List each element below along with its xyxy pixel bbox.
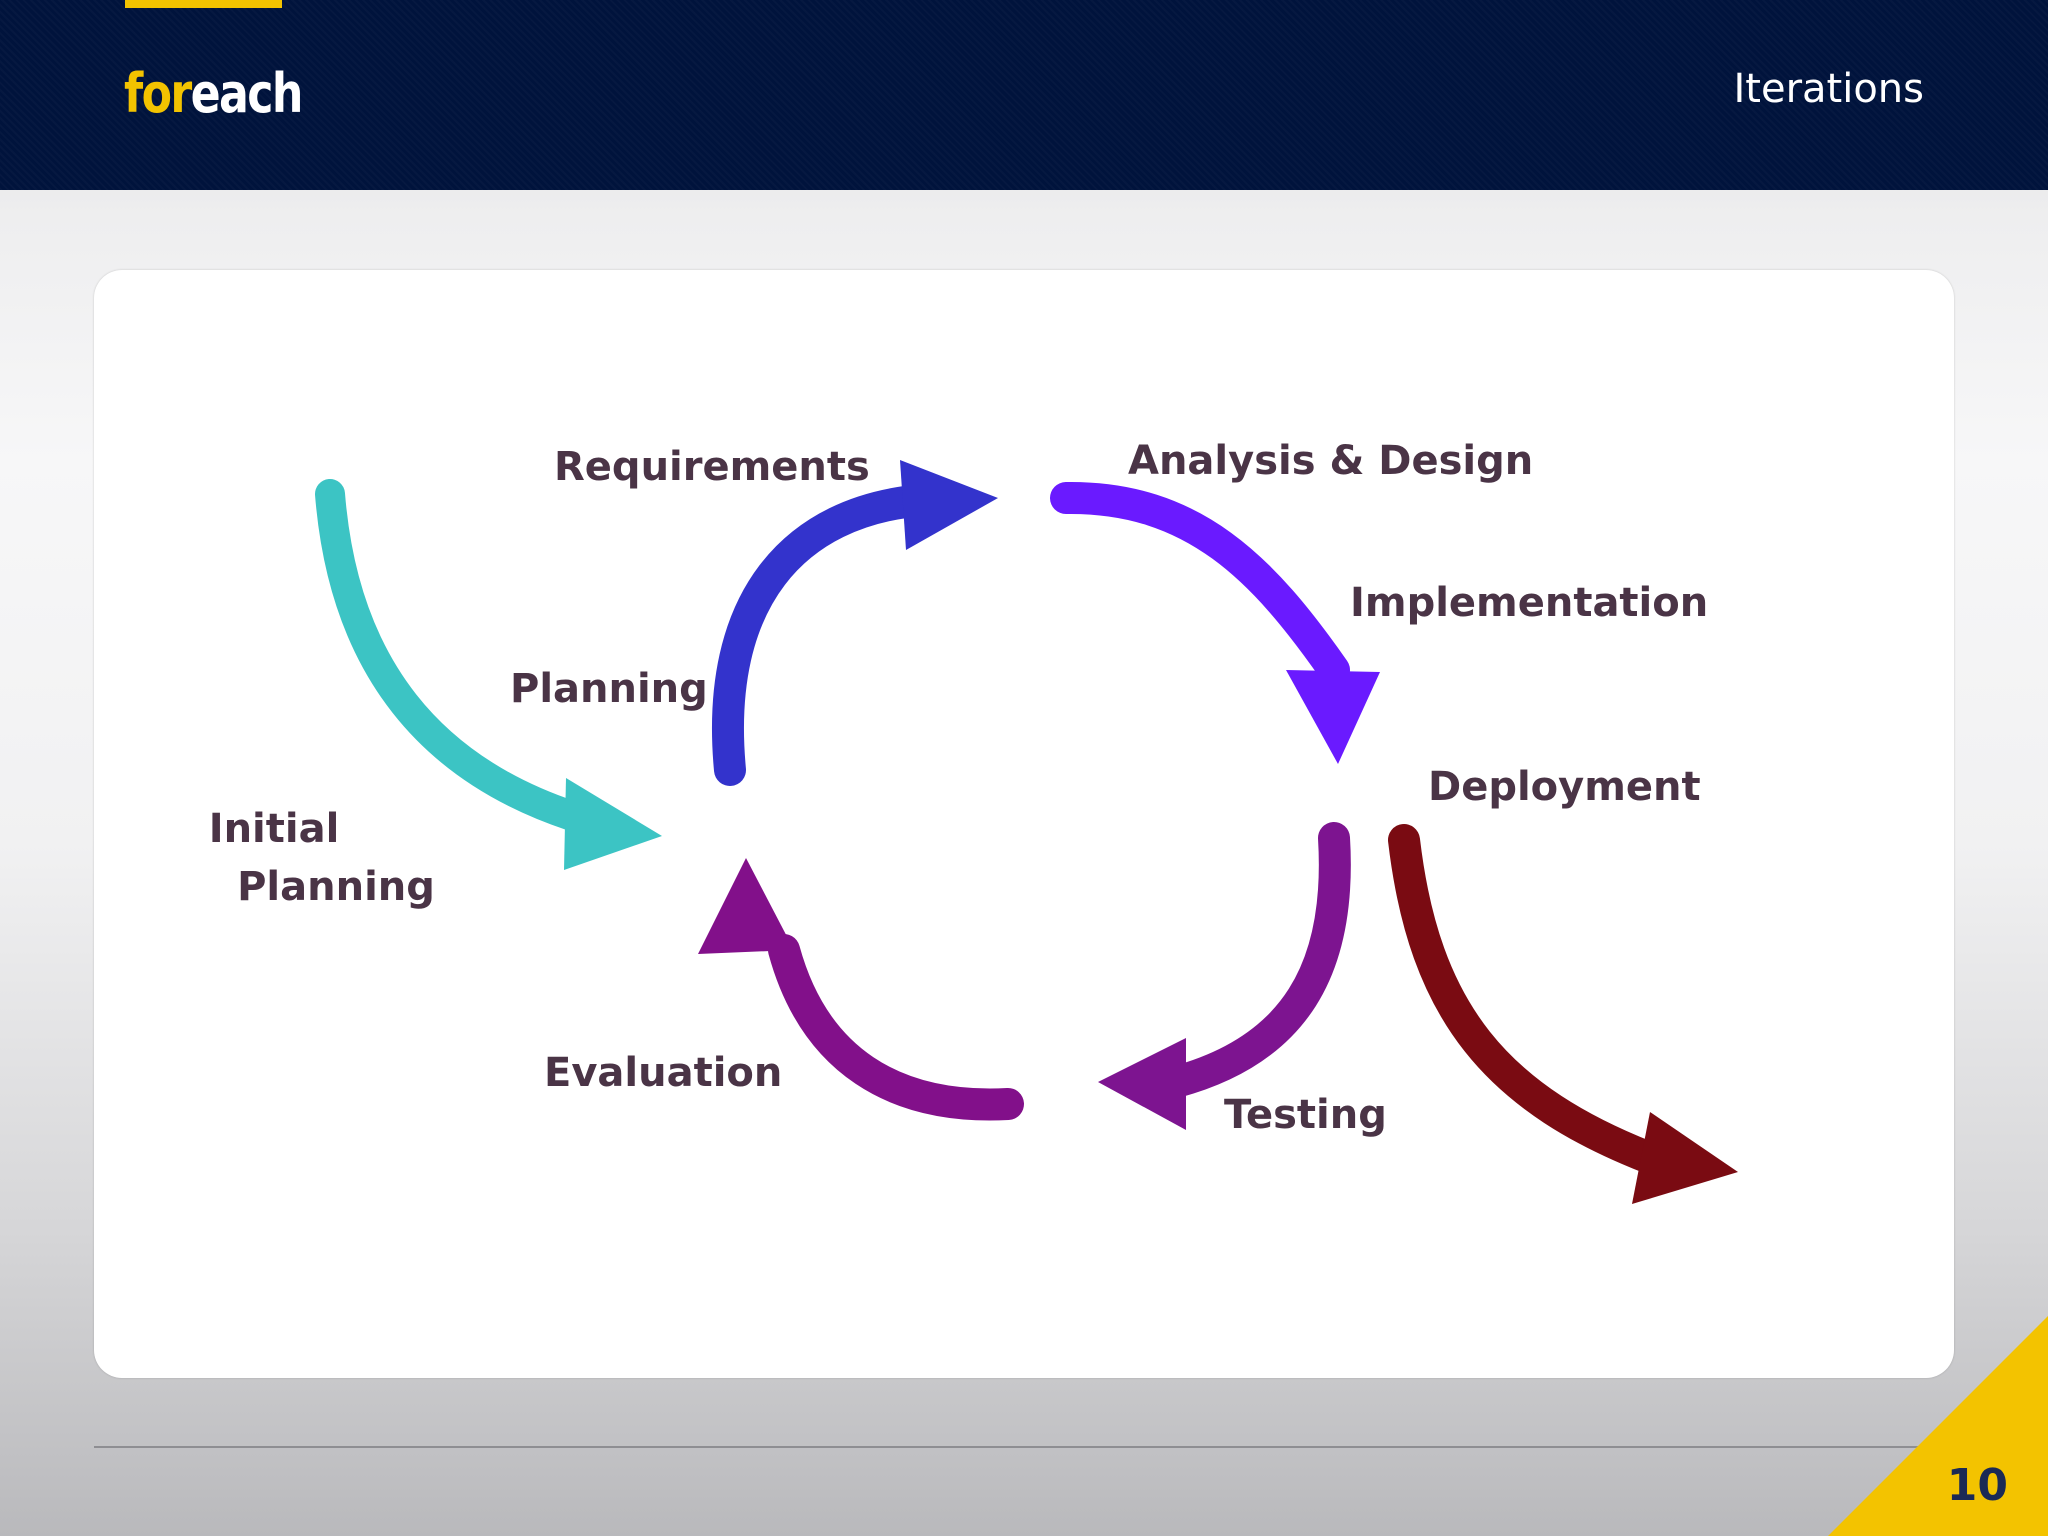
header-accent-bar (125, 0, 282, 8)
diagram-card: Requirements Analysis & Design Implement… (94, 270, 1954, 1378)
label-testing: Testing (1224, 1092, 1387, 1138)
label-initial-planning-line2: Planning (237, 864, 435, 910)
evaluation-arrow (698, 858, 1024, 1121)
testing-arrow (1098, 822, 1351, 1130)
deployment-arrow (1388, 824, 1738, 1204)
label-deployment: Deployment (1428, 764, 1701, 810)
label-requirements: Requirements (554, 444, 870, 490)
planning-arrow (712, 460, 998, 786)
page-number: 10 (1946, 1460, 2008, 1511)
slide-title: Iterations (1733, 66, 1924, 112)
foreach-logo: foreach (124, 62, 304, 125)
label-evaluation: Evaluation (544, 1050, 782, 1096)
logo-each: each (190, 62, 304, 125)
logo-for: for (124, 62, 192, 125)
label-analysis-design: Analysis & Design (1128, 438, 1533, 484)
footer-divider (94, 1446, 2004, 1448)
header-bar: foreach Iterations (0, 0, 2048, 190)
label-implementation: Implementation (1350, 580, 1708, 626)
label-initial-planning-line1: Initial (209, 806, 340, 852)
analysis-design-arrow (1050, 481, 1380, 764)
initial-planning-arrow (315, 479, 662, 870)
label-planning: Planning (510, 666, 708, 712)
iteration-cycle-diagram: Requirements Analysis & Design Implement… (209, 438, 1738, 1204)
